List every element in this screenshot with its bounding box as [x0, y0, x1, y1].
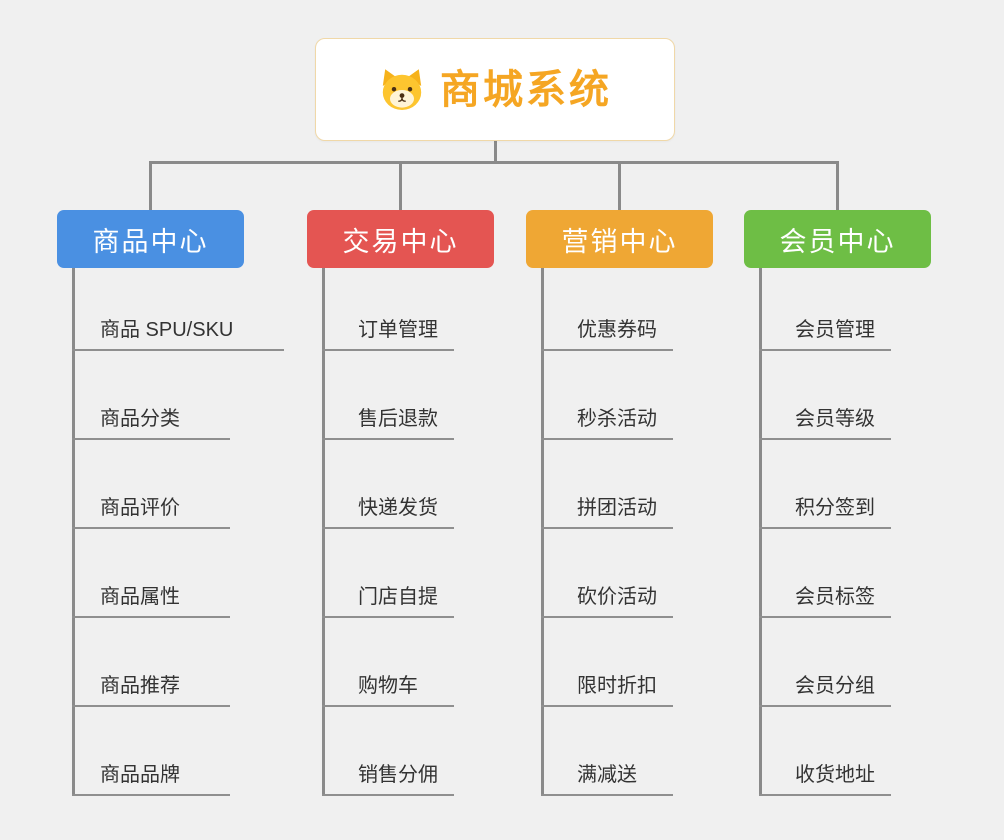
leaf-node[interactable]: 会员分组: [759, 618, 891, 707]
leaf-label: 销售分佣: [358, 764, 438, 786]
leaf-label: 会员管理: [795, 319, 875, 341]
leaf-list: 商品 SPU/SKU 商品分类 商品评价 商品属性 商品推荐 商品品牌: [72, 262, 284, 796]
leaf-label: 秒杀活动: [577, 408, 657, 430]
branch-label: 会员中心: [779, 226, 896, 257]
branch-connector-line: [759, 268, 762, 796]
branch-group-product-center: 商品中心 商品 SPU/SKU 商品分类 商品评价 商品属性 商品推荐 商品品牌: [57, 210, 327, 810]
leaf-list: 订单管理 售后退款 快递发货 门店自提 购物车 销售分佣: [322, 262, 454, 796]
leaf-node[interactable]: 购物车: [322, 618, 454, 707]
leaf-label: 满减送: [577, 764, 637, 786]
leaf-node[interactable]: 门店自提: [322, 529, 454, 618]
branch-label: 营销中心: [561, 226, 678, 257]
leaf-label: 会员标签: [795, 586, 875, 608]
leaf-label: 会员等级: [795, 408, 875, 430]
leaf-node[interactable]: 拼团活动: [541, 440, 673, 529]
branch-connector-line: [541, 268, 544, 796]
connector-drop-product: [149, 161, 152, 210]
branch-group-trade-center: 交易中心 订单管理 售后退款 快递发货 门店自提 购物车 销售分佣: [307, 210, 577, 810]
branch-node-trade-center[interactable]: 交易中心: [307, 210, 494, 268]
leaf-label: 优惠券码: [577, 319, 657, 341]
branch-label: 商品中心: [92, 226, 209, 257]
leaf-node[interactable]: 会员等级: [759, 351, 891, 440]
leaf-label: 商品属性: [100, 586, 180, 608]
leaf-node[interactable]: 商品品牌: [72, 707, 230, 796]
branch-node-member-center[interactable]: 会员中心: [744, 210, 931, 268]
leaf-label: 门店自提: [358, 586, 438, 608]
leaf-node[interactable]: 销售分佣: [322, 707, 454, 796]
leaf-label: 砍价活动: [577, 586, 657, 608]
leaf-node[interactable]: 商品评价: [72, 440, 230, 529]
leaf-node[interactable]: 积分签到: [759, 440, 891, 529]
leaf-node[interactable]: 商品 SPU/SKU: [72, 262, 284, 351]
branch-node-product-center[interactable]: 商品中心: [57, 210, 244, 268]
connector-root-trunk: [494, 141, 497, 163]
connector-horizontal: [149, 161, 839, 164]
leaf-node[interactable]: 快递发货: [322, 440, 454, 529]
branch-connector-line: [322, 268, 325, 796]
leaf-node[interactable]: 商品分类: [72, 351, 230, 440]
leaf-label: 拼团活动: [577, 497, 657, 519]
leaf-label: 购物车: [358, 675, 418, 697]
leaf-node[interactable]: 限时折扣: [541, 618, 673, 707]
leaf-node[interactable]: 会员管理: [759, 262, 891, 351]
leaf-node[interactable]: 秒杀活动: [541, 351, 673, 440]
leaf-node[interactable]: 会员标签: [759, 529, 891, 618]
leaf-node[interactable]: 优惠券码: [541, 262, 673, 351]
leaf-label: 商品推荐: [100, 675, 180, 697]
branch-group-marketing-center: 营销中心 优惠券码 秒杀活动 拼团活动 砍价活动 限时折扣 满减送: [526, 210, 796, 810]
leaf-label: 商品评价: [100, 497, 180, 519]
leaf-label: 订单管理: [358, 319, 438, 341]
branch-group-member-center: 会员中心 会员管理 会员等级 积分签到 会员标签 会员分组 收货地址: [744, 210, 1004, 810]
leaf-label: 快递发货: [358, 497, 438, 519]
leaf-node[interactable]: 满减送: [541, 707, 673, 796]
leaf-node[interactable]: 收货地址: [759, 707, 891, 796]
leaf-label: 会员分组: [795, 675, 875, 697]
connector-drop-marketing: [618, 161, 621, 210]
root-title: 商城系统: [440, 67, 612, 112]
connector-drop-trade: [399, 161, 402, 210]
root-node[interactable]: 商城系统: [315, 38, 675, 141]
branch-node-marketing-center[interactable]: 营销中心: [526, 210, 713, 268]
leaf-label: 商品品牌: [100, 764, 180, 786]
branch-label: 交易中心: [342, 226, 459, 257]
leaf-node[interactable]: 商品推荐: [72, 618, 230, 707]
leaf-label: 商品 SPU/SKU: [100, 319, 234, 341]
leaf-label: 限时折扣: [577, 675, 657, 697]
branch-connector-line: [72, 268, 75, 796]
leaf-list: 优惠券码 秒杀活动 拼团活动 砍价活动 限时折扣 满减送: [541, 262, 673, 796]
connector-drop-member: [836, 161, 839, 210]
leaf-node[interactable]: 售后退款: [322, 351, 454, 440]
leaf-node[interactable]: 砍价活动: [541, 529, 673, 618]
leaf-node[interactable]: 订单管理: [322, 262, 454, 351]
leaf-label: 收货地址: [795, 764, 875, 786]
leaf-label: 售后退款: [358, 408, 438, 430]
leaf-node[interactable]: 商品属性: [72, 529, 230, 618]
leaf-list: 会员管理 会员等级 积分签到 会员标签 会员分组 收货地址: [759, 262, 891, 796]
dog-face-icon: [382, 68, 422, 110]
leaf-label: 商品分类: [100, 408, 180, 430]
leaf-label: 积分签到: [795, 497, 875, 519]
